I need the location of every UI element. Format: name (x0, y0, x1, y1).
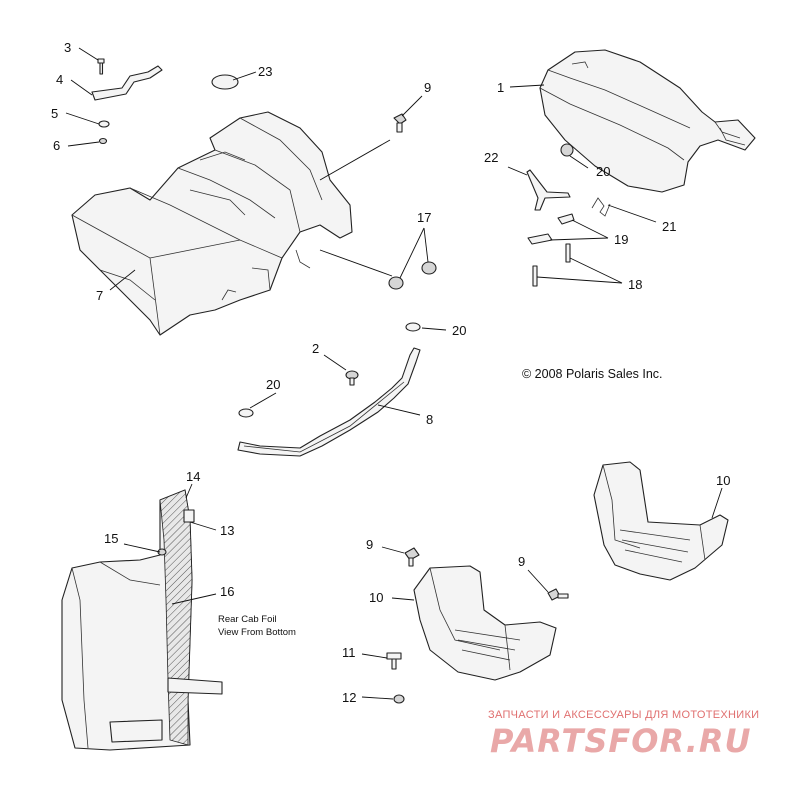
bracket-part-4 (91, 65, 163, 101)
push-rivet-part-9-top (393, 113, 407, 133)
callout-9-center: 9 (366, 537, 373, 552)
bolt-part-3 (97, 58, 105, 75)
plug-part-23 (211, 74, 239, 90)
callout-13: 13 (220, 523, 234, 538)
callout-22: 22 (484, 150, 498, 165)
callout-16: 16 (220, 584, 234, 599)
callout-5: 5 (51, 106, 58, 121)
bumper-part-20-upper (405, 322, 421, 332)
bumper-part-20-seat (560, 143, 574, 157)
seat-part (539, 49, 756, 193)
rear-cab-part (71, 111, 353, 336)
callout-14: 14 (186, 469, 200, 484)
callout-20-lower: 20 (266, 377, 280, 392)
callout-11: 11 (342, 645, 356, 660)
callout-1: 1 (497, 80, 504, 95)
nut-part-12 (393, 694, 405, 704)
leader-lines (65, 47, 723, 700)
copyright-text: © 2008 Polaris Sales Inc. (522, 367, 663, 381)
callout-19: 19 (614, 232, 628, 247)
callout-20-upper: 20 (452, 323, 466, 338)
callout-23: 23 (258, 64, 272, 79)
latch-part-19 (527, 213, 575, 245)
push-rivet-part-9-right (547, 588, 569, 601)
rivet-part-2 (345, 370, 359, 386)
callout-7: 7 (96, 288, 103, 303)
washer-part-5 (98, 120, 110, 128)
callout-6: 6 (53, 138, 60, 153)
callout-21: 21 (662, 219, 676, 234)
callout-15: 15 (104, 531, 118, 546)
callout-labels: 3 4 5 6 7 23 9 17 1 20 22 21 19 18 20 2 … (51, 40, 730, 705)
nut-part-6 (98, 137, 108, 145)
footwell-part-10-center (413, 565, 557, 681)
callout-9-right: 9 (518, 554, 525, 569)
watermark-tagline: ЗАПЧАСТИ И АКСЕССУАРЫ ДЛЯ МОТОТЕХНИКИ (488, 709, 759, 721)
push-rivet-part-9-center (404, 547, 420, 567)
callout-3: 3 (64, 40, 71, 55)
callout-12: 12 (342, 690, 356, 705)
brace-part-8 (237, 347, 421, 457)
watermark-logo: PARTSFOR.RU (490, 722, 751, 760)
latch-rod-part-22 (526, 169, 571, 211)
callout-10-center: 10 (369, 590, 383, 605)
rear-cab-foil-note-line1: Rear Cab Foil (218, 614, 277, 625)
footwell-part-10-right (593, 461, 729, 581)
spring-part-21 (591, 197, 611, 217)
grommet-part-17 (388, 261, 437, 290)
pin-part-18 (532, 243, 571, 287)
rear-cab-bottom-view (61, 489, 223, 751)
callout-4: 4 (56, 72, 63, 87)
callout-18: 18 (628, 277, 642, 292)
callout-9-top: 9 (424, 80, 431, 95)
callout-20-seat: 20 (596, 164, 610, 179)
callout-10-right: 10 (716, 473, 730, 488)
callout-8: 8 (426, 412, 433, 427)
callout-2: 2 (312, 341, 319, 356)
callout-17: 17 (417, 210, 431, 225)
rear-cab-foil-note-line2: View From Bottom (218, 627, 296, 638)
bumper-part-20-lower (238, 408, 254, 418)
bolt-part-11 (386, 652, 402, 670)
